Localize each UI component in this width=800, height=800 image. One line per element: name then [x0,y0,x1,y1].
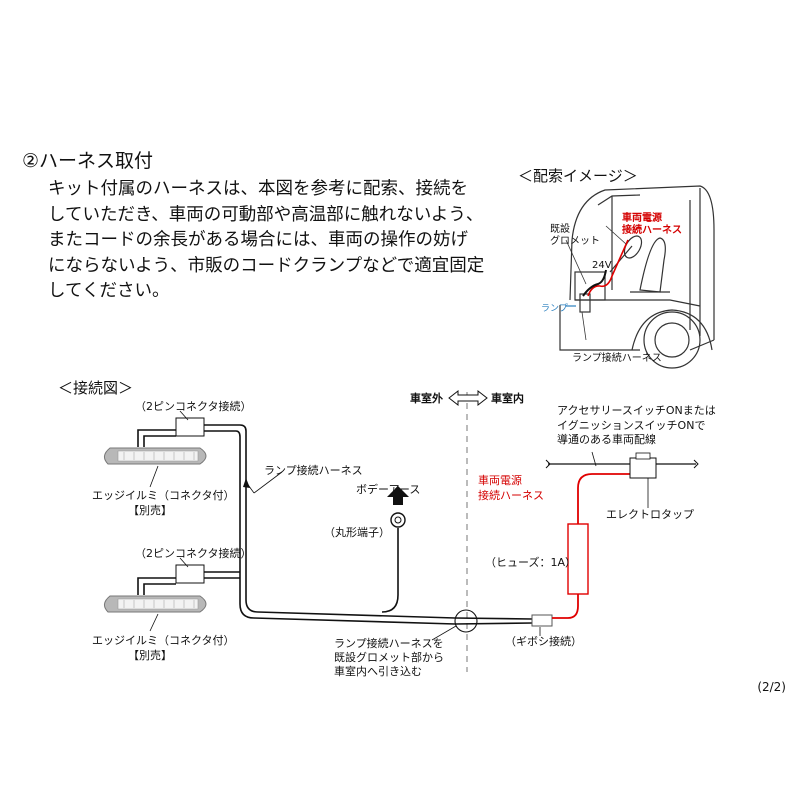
body-earth-label: ボデーアース [356,483,421,496]
label-line: イグニッションスイッチONで [557,418,706,432]
gibosi-label: （ギボシ接続） [505,635,582,648]
vehicle-power-harness-diagram [552,473,636,619]
intro-line: にならないよう、市販のコードクランプなどで適宜固定 [48,255,485,276]
label-line: 車両電源 [622,213,662,224]
fuse-holder [567,523,589,595]
connector-2pin-top [175,417,205,437]
lamp-harness-label: ランプ接続ハーネス [264,464,363,477]
vehicle-power-harness [587,239,629,297]
harness-pointer-icon [243,478,250,488]
grommet-note-label: ランプ接続ハーネスを 既設グロメット部から 車室内へ引き込む [334,637,444,679]
vehicle-power-harness-label: 車両電源 接続ハーネス [622,213,682,237]
body-earth-arrow-icon [387,486,409,505]
electro-tap-top [635,452,651,460]
connector-bottom-label: （2ピンコネクタ接続） [135,547,252,560]
intro-paragraph: キット付属のハーネスは、本図を参考に配索、接続を していただき、車両の可動部や高… [48,177,488,305]
gibosi-connector [531,614,553,627]
electro-tap-label: エレクトロタップ [606,508,694,521]
label-line: エッジイルミ（コネクタ付） [92,634,235,647]
grommet-circle [454,609,478,633]
power-harness-leader [605,225,627,245]
label-line: 既設 [550,224,570,235]
label-line: ランプ接続ハーネスを [334,637,444,650]
connector-2pin-bottom [175,564,205,584]
ring-terminal-hole [394,516,402,524]
label-line: 車室内へ引き込む [334,665,422,678]
wiring-image-title: ＜配索イメージ＞ [518,167,638,185]
intro-line: またコードの余長がある場合には、車両の操作の妨げ [48,230,468,250]
edge-illumi-lamp-top [104,447,207,465]
vehicle-lamp-harness [582,269,607,297]
label-line: エッジイルミ（コネクタ付） [92,489,235,502]
electro-tap [629,457,657,479]
power-harness-label: 車両電源 接続ハーネス [478,474,544,503]
ring-terminal-icon [390,512,406,528]
vehicle-wire-end-right [693,459,699,469]
intro-line: していただき、車両の可動部や高温部に触れないよう、 [48,204,484,225]
vehicle-lamp-harness-label: ランプ接続ハーネス [572,353,662,364]
label-line: 車両電源 [478,474,522,487]
edge-illumi-lamp-bottom [104,595,207,613]
intro-line: してください。 [48,281,170,301]
label-line: 接続ハーネス [622,225,682,236]
fuse-label: （ヒューズ：1A） [485,556,576,569]
label-line: 既設グロメット部から [334,651,444,664]
intro-line: キット付属のハーネスは、本図を参考に配索、接続を [48,179,468,199]
lamp-bottom-label: エッジイルミ（コネクタ付） 【別売】 [92,633,235,663]
vehicle-wire-end-left [545,459,551,469]
voltage-label: 24V [592,260,612,271]
lamp-harness-leader [581,311,587,341]
vehicle-lamp-label: ランプ [541,304,568,314]
lamp-top-label: エッジイルミ（コネクタ付） 【別売】 [92,488,235,518]
inside-label: 車室内 [491,392,524,405]
acc-note-label: アクセサリースイッチONまたは イグニッションスイッチONで 導通のある車両配線 [557,404,716,448]
label-line: 接続ハーネス [478,488,544,502]
vehicle-grommet-label: 既設 グロメット [550,224,600,248]
connection-diagram-title: ＜接続図＞ [58,379,134,397]
outside-label: 車室外 [410,392,443,405]
connector-top-label: （2ピンコネクタ接続） [135,400,252,413]
label-line: グロメット [550,236,600,247]
label-line: 【別売】 [128,649,172,662]
label-line: 【別売】 [128,504,172,517]
grommet-leader [565,239,587,285]
outside-inside-arrow-icon [448,389,488,407]
ring-terminal-label: （丸形端子） [324,526,390,539]
lamp-connection-harness [137,424,533,625]
page-number: (2/2) [757,680,786,694]
label-line: アクセサリースイッチONまたは [557,404,716,417]
label-line: 導通のある車両配線 [557,433,656,446]
section-title: ②ハーネス取付 [22,150,154,172]
